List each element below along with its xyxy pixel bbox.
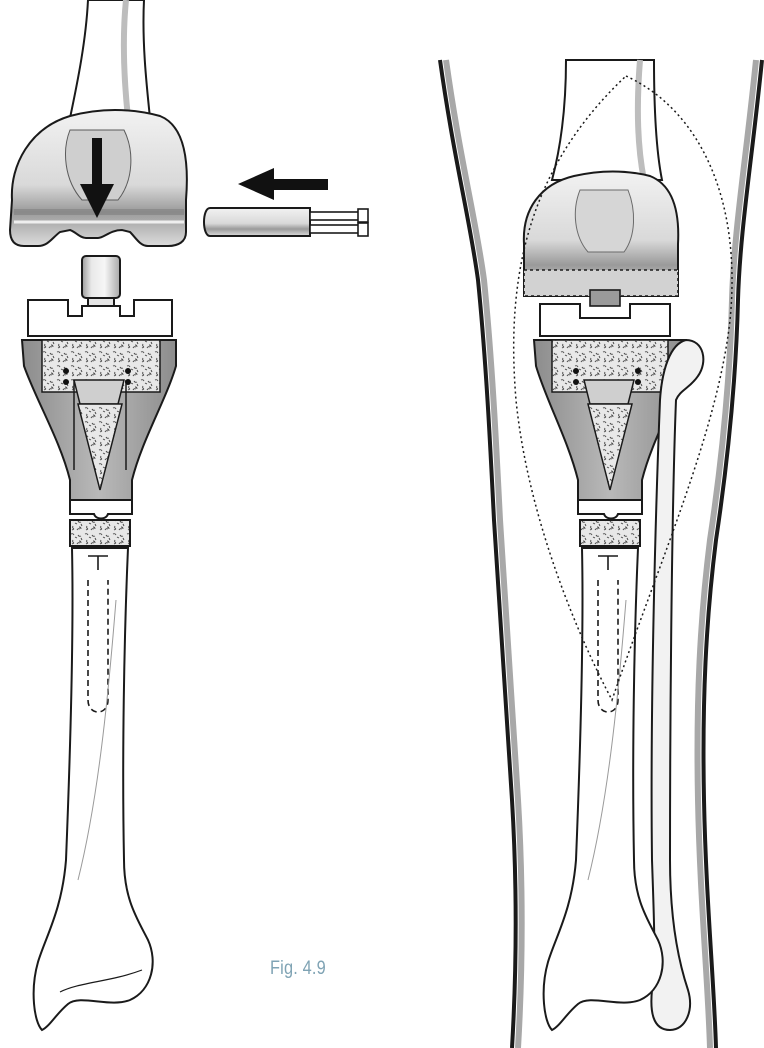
tibia-bone bbox=[34, 548, 153, 1030]
tibial-component bbox=[22, 300, 176, 546]
fibula-bone bbox=[651, 340, 703, 1030]
left-panel bbox=[10, 0, 368, 1030]
figure-caption: Fig. 4.9 bbox=[270, 958, 326, 980]
axle-pin bbox=[204, 208, 368, 236]
femur-shaft bbox=[70, 0, 150, 118]
arrow-left-icon bbox=[238, 168, 328, 200]
femoral-component-right bbox=[524, 172, 678, 307]
right-panel bbox=[440, 60, 762, 1048]
tibia-bone-right bbox=[544, 548, 663, 1030]
leg-outline-right bbox=[704, 60, 763, 1048]
femur-bone-right bbox=[552, 60, 662, 180]
